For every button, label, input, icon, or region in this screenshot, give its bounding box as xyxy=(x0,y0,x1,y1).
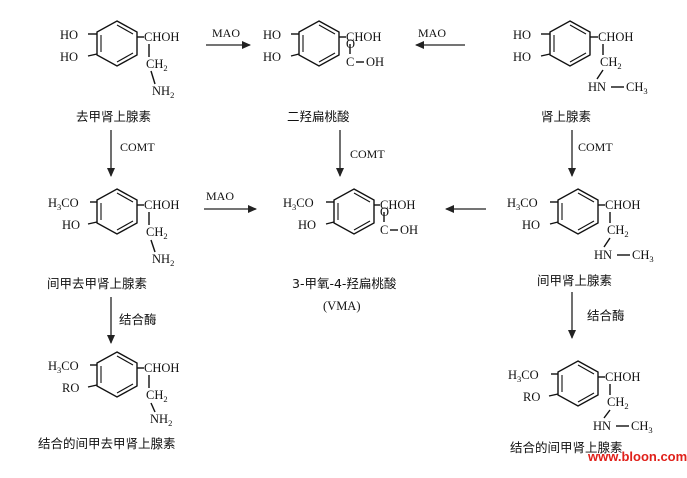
chain-ch2: CH2 xyxy=(146,388,168,404)
ring-methoxy: H3CO xyxy=(48,196,79,212)
chain-alpha: CHOH xyxy=(144,30,179,44)
enzyme-label-mao-1: MAO xyxy=(212,26,240,40)
benzene-ring xyxy=(557,188,599,235)
ring-substituent-1: HO xyxy=(60,28,78,42)
ring-methoxy: H3CO xyxy=(48,359,79,375)
chain-methyl: CH3 xyxy=(632,248,654,264)
benzene-ring xyxy=(557,360,599,407)
enzyme-label-mao-2: MAO xyxy=(418,26,446,40)
chain-n: HN xyxy=(593,419,611,433)
compound-name: 肾上腺素 xyxy=(541,109,591,124)
enzyme-label-comt-3: COMT xyxy=(578,140,613,154)
chain-amine: NH2 xyxy=(152,84,174,100)
chain-n: HN xyxy=(588,80,606,94)
compound-name: 二羟扁桃酸 xyxy=(287,109,350,124)
chain-ch2: CH2 xyxy=(607,223,629,239)
benzene-ring xyxy=(96,351,138,398)
compound-metanephrine: H3CO HO CHOH CH2 HN CH3 间甲肾上腺素 xyxy=(507,188,654,288)
ring-substituent-2: HO xyxy=(263,50,281,64)
ring-methoxy: H3CO xyxy=(508,368,539,384)
chain-alpha: CHOH xyxy=(144,198,179,212)
ring-hydroxyl: HO xyxy=(62,218,80,232)
chain-alpha: CHOH xyxy=(346,30,381,44)
reaction-arrows: MAO MAO COMT COMT COMT MAO 结合酶 结合酶 xyxy=(107,26,625,344)
compound-vma: H3CO HO CHOH O C OH 3-甲氧-4-羟扁桃酸 (VMA) xyxy=(283,188,418,313)
ring-hydroxyl: HO xyxy=(522,218,540,232)
chain-ch2: CH2 xyxy=(600,55,622,71)
chain-ch2: CH2 xyxy=(146,57,168,73)
chain-methyl: CH3 xyxy=(631,419,653,435)
compound-normetanephrine: H3CO HO CHOH CH2 NH2 间甲去甲肾上腺素 xyxy=(47,188,179,291)
chain-alpha: CHOH xyxy=(605,198,640,212)
compound-dhma: HO HO CHOH O C OH 二羟扁桃酸 xyxy=(263,20,384,124)
enzyme-label-conj-1: 结合酶 xyxy=(119,312,157,327)
enzyme-label-comt-1: COMT xyxy=(120,140,155,154)
benzene-ring xyxy=(96,188,138,235)
benzene-ring xyxy=(298,20,340,67)
compound-name: 3-甲氧-4-羟扁桃酸 xyxy=(292,276,397,291)
chain-carboxyl-oh: OH xyxy=(366,55,384,69)
ring-substituent-2: HO xyxy=(513,50,531,64)
chain-alpha: CHOH xyxy=(144,361,179,375)
chain-carboxyl-oh: OH xyxy=(400,223,418,237)
chain-ch2: CH2 xyxy=(607,395,629,411)
chain-ch2: CH2 xyxy=(146,225,168,241)
enzyme-label-mao-3: MAO xyxy=(206,189,234,203)
chain-carboxyl-c: C xyxy=(380,223,388,237)
benzene-ring xyxy=(96,20,138,67)
benzene-ring xyxy=(549,20,591,67)
ring-methoxy: H3CO xyxy=(283,196,314,212)
ring-conjugate: RO xyxy=(62,381,79,395)
compound-conj-metanephrine: H3CO RO CHOH CH2 HN CH3 结合的间甲肾上腺素 xyxy=(508,360,653,455)
ring-substituent-1: HO xyxy=(263,28,281,42)
compound-name: 去甲肾上腺素 xyxy=(76,109,151,124)
chain-amine: NH2 xyxy=(150,412,172,428)
compound-name: 间甲肾上腺素 xyxy=(537,273,612,288)
enzyme-label-conj-2: 结合酶 xyxy=(587,308,625,323)
enzyme-label-comt-2: COMT xyxy=(350,147,385,161)
ring-conjugate: RO xyxy=(523,390,540,404)
carbonyl-oxygen: O xyxy=(346,37,355,51)
chain-n: HN xyxy=(594,248,612,262)
benzene-ring xyxy=(333,188,375,235)
chain-alpha: CHOH xyxy=(380,198,415,212)
ring-hydroxyl: HO xyxy=(298,218,316,232)
carbonyl-oxygen: O xyxy=(380,205,389,219)
ring-methoxy: H3CO xyxy=(507,196,538,212)
ring-substituent-2: HO xyxy=(60,50,78,64)
chain-alpha: CHOH xyxy=(605,370,640,384)
chain-methyl: CH3 xyxy=(626,80,648,96)
compound-norepinephrine: HO HO CHOH CH2 NH2 去甲肾上腺素 xyxy=(60,20,179,124)
chain-carboxyl-c: C xyxy=(346,55,354,69)
compound-abbreviation: (VMA) xyxy=(323,299,361,313)
compound-conj-normetanephrine: H3CO RO CHOH CH2 NH2 结合的间甲去甲肾上腺素 xyxy=(38,351,179,451)
chain-alpha: CHOH xyxy=(598,30,633,44)
compound-name: 结合的间甲肾上腺素 xyxy=(510,440,623,455)
compound-name: 间甲去甲肾上腺素 xyxy=(47,276,147,291)
ring-substituent-1: HO xyxy=(513,28,531,42)
watermark-text: www.bloon.com xyxy=(587,449,687,464)
compound-name: 结合的间甲去甲肾上腺素 xyxy=(38,436,176,451)
compound-epinephrine: HO HO CHOH CH2 HN CH3 肾上腺素 xyxy=(513,20,648,124)
chain-amine: NH2 xyxy=(152,252,174,268)
